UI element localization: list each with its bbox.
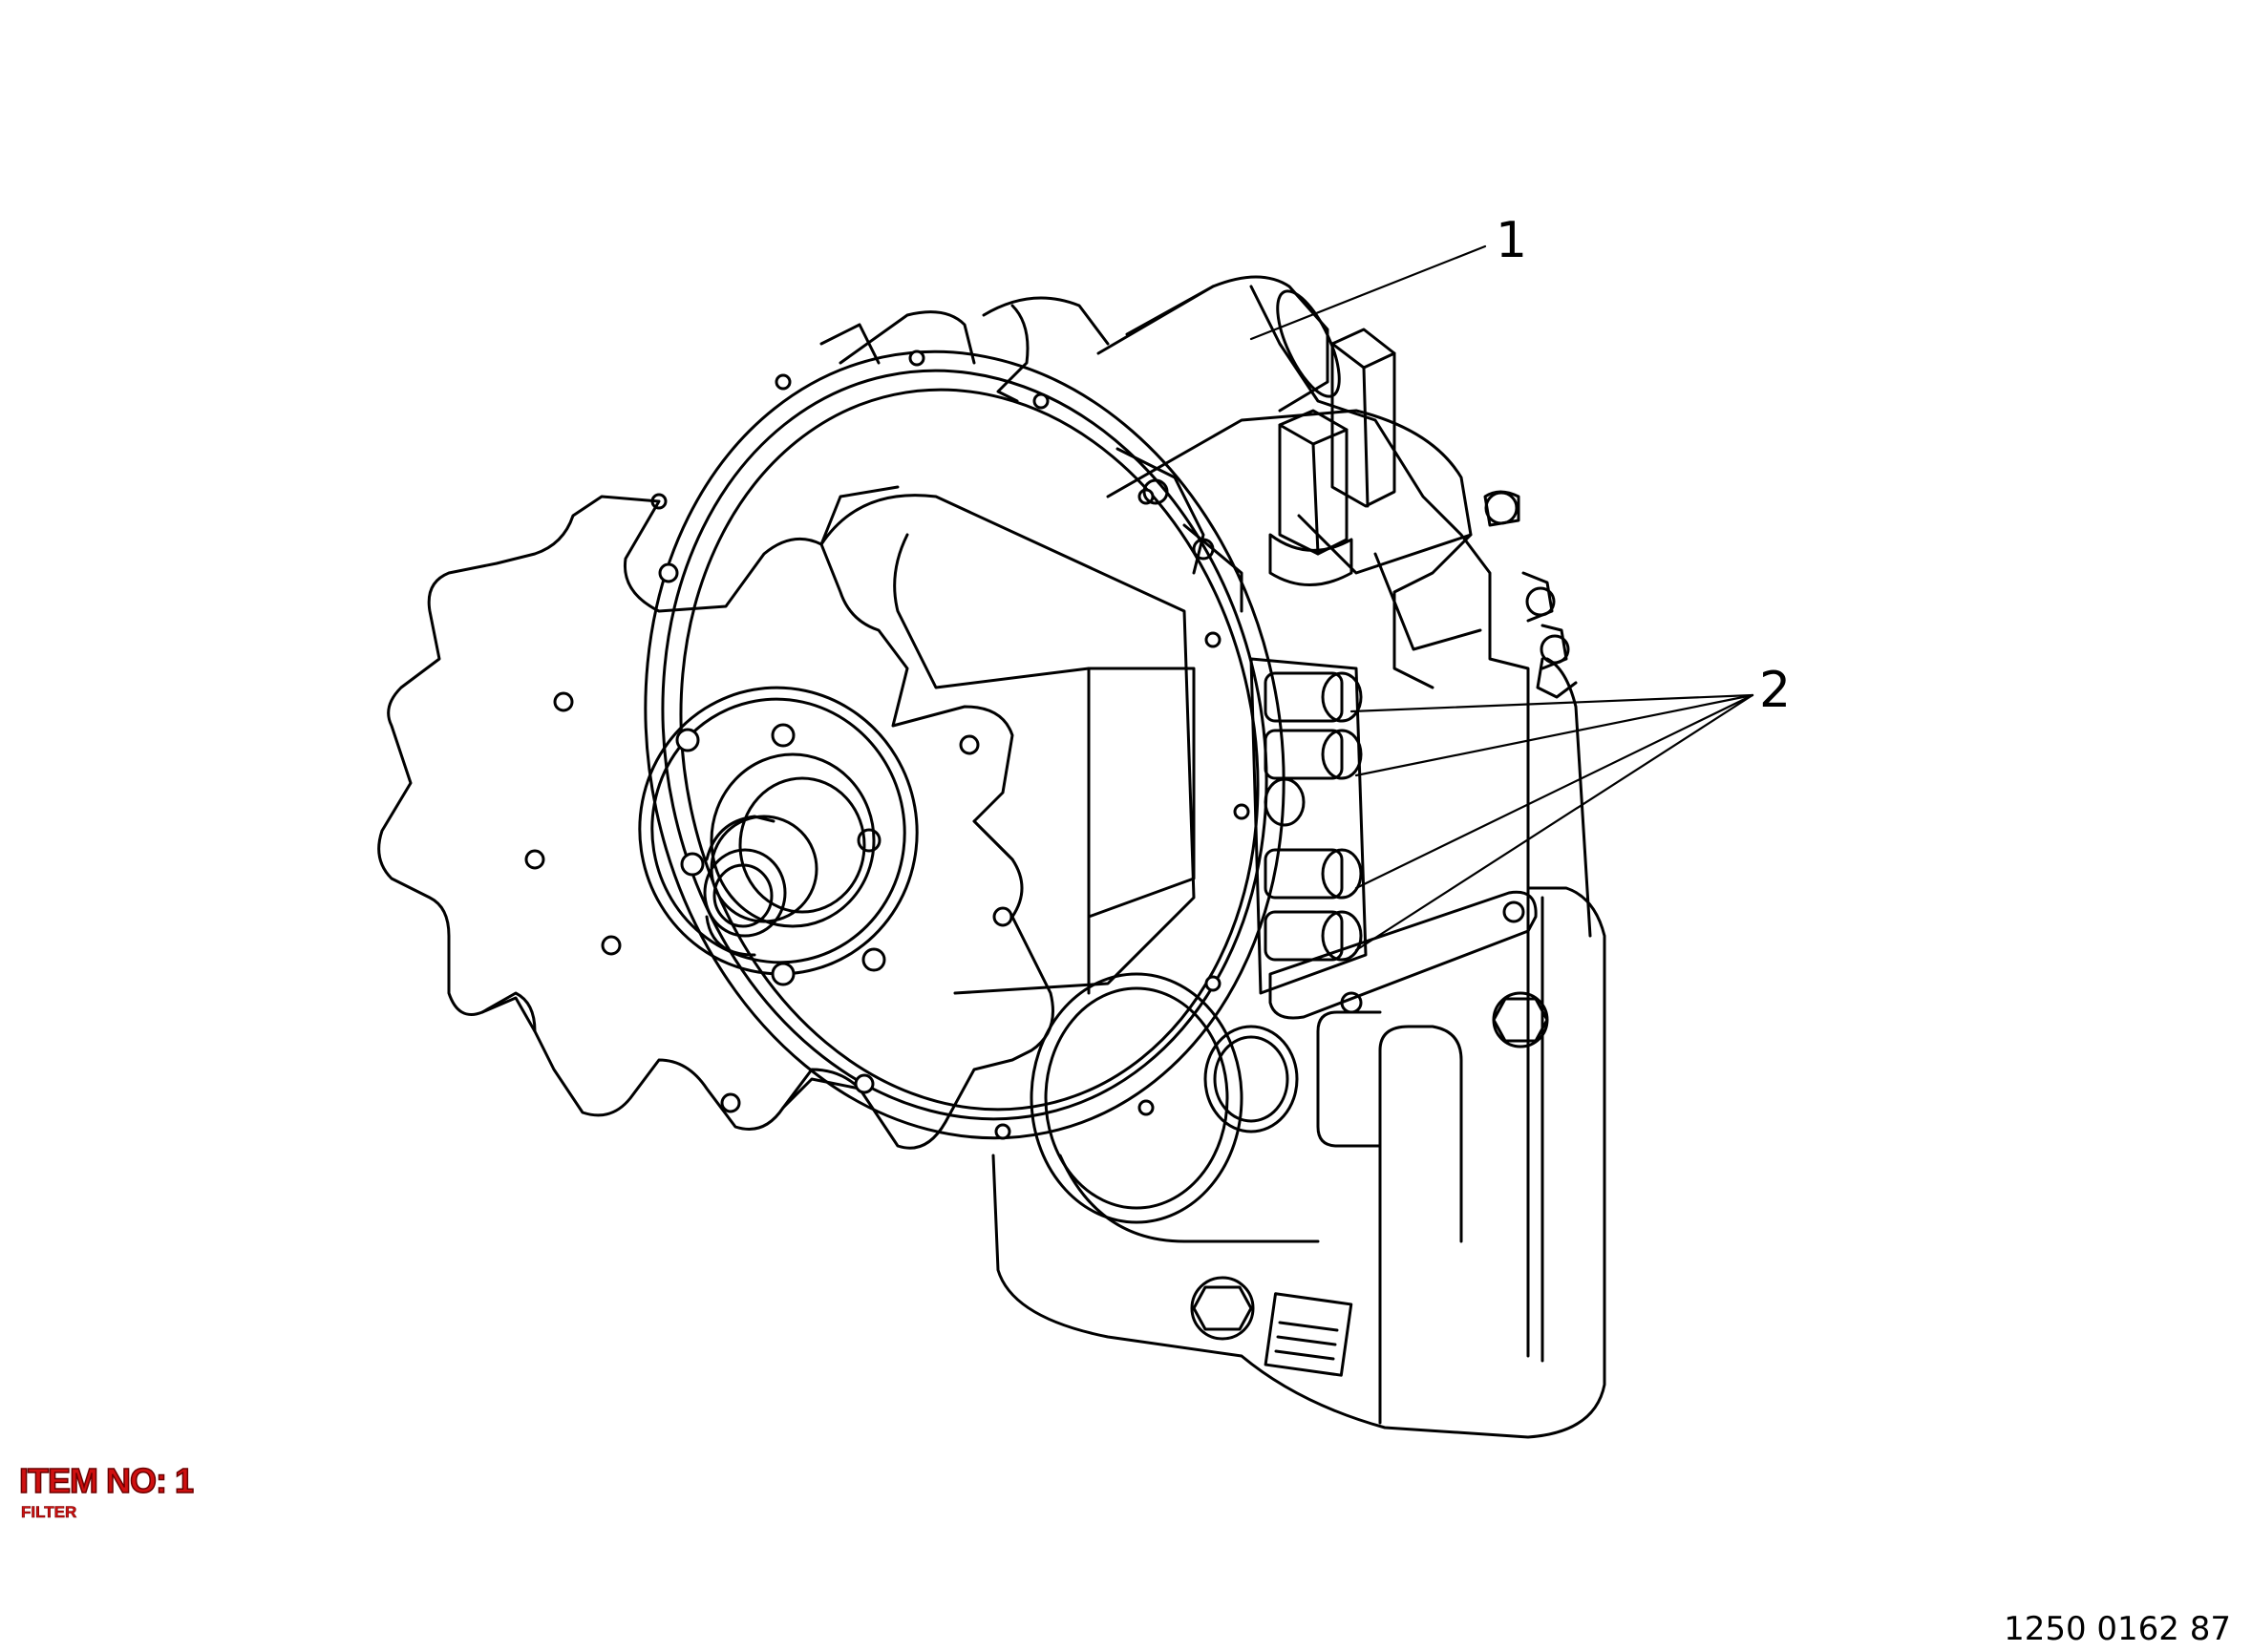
flex-plate [379,497,1053,1148]
leader-lines [1251,246,1753,950]
leader-1 [1251,246,1485,339]
filter-housing [821,277,1351,411]
leader-2a [1351,695,1753,711]
leader-2d [1356,695,1753,950]
leader-2b [1356,695,1753,775]
solenoid-stack [1251,659,1366,993]
gearbox-housing [993,286,1604,1437]
leader-2c [1356,695,1753,888]
callout-label-1: 1 [1496,212,1528,269]
item-name-subtitle: FILTER [21,1503,77,1522]
valve-block [1108,329,1576,697]
callout-label-2: 2 [1759,662,1792,719]
bell-housing [574,291,1355,1197]
drawing-number: 1250 0162 87 [2004,1610,2231,1648]
drive-hub [617,666,940,996]
item-number-title: ITEM NO: 1 [18,1460,195,1501]
